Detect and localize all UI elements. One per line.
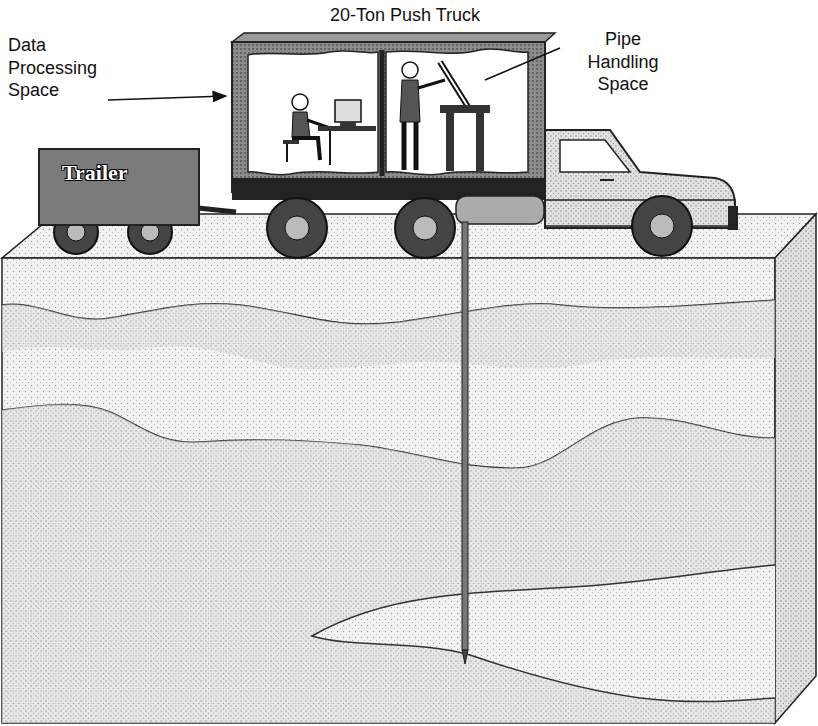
trailer-box: Trailer	[38, 148, 200, 226]
title-label: 20-Ton Push Truck	[290, 4, 520, 27]
callout-label: Pipe Handling Space	[568, 28, 678, 96]
trailer-label: Trailer	[40, 150, 128, 186]
callout-label: Data Processing Space	[8, 34, 110, 102]
